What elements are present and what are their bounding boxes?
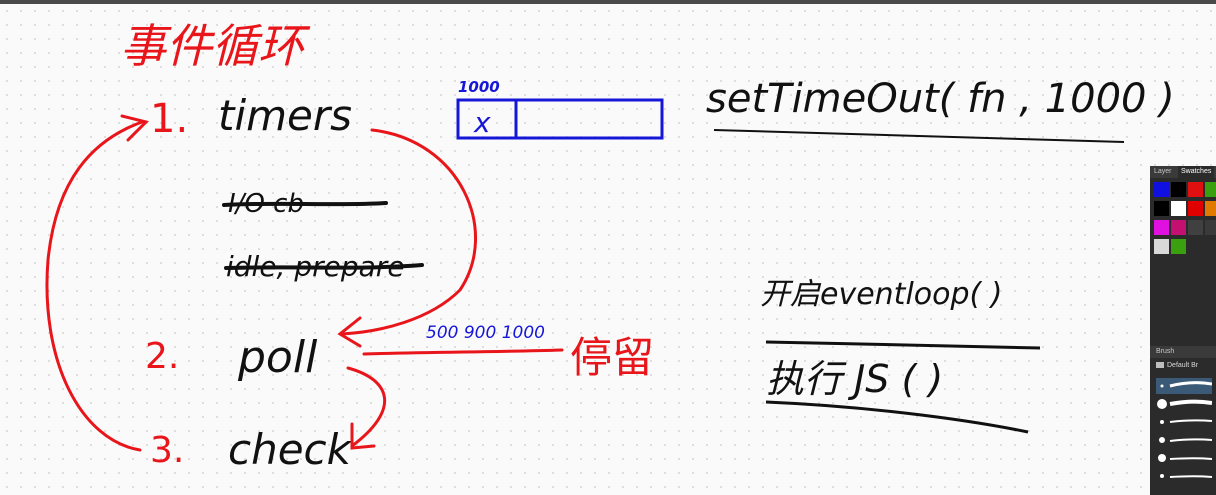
- phase-number-3: 3.: [150, 430, 184, 471]
- brush-item[interactable]: [1156, 378, 1213, 394]
- color-swatch[interactable]: [1154, 220, 1169, 235]
- set-timeout-underline: [713, 129, 1125, 143]
- top-edge-bar: [0, 0, 1216, 4]
- stay-label: 停留: [570, 333, 654, 382]
- strike-io-cb: [222, 201, 388, 207]
- strike-idle-prepare: [224, 263, 424, 270]
- color-swatch[interactable]: [1154, 239, 1169, 254]
- color-swatch[interactable]: [1171, 220, 1186, 235]
- poll-to-check-arrow: [346, 366, 386, 448]
- brush-folder-row[interactable]: Default Br: [1156, 362, 1198, 369]
- loop-arrow-left: [45, 120, 144, 452]
- brush-folder-label: Default Br: [1167, 362, 1199, 369]
- side-panel: Layer Swatches Brush Default Br: [1150, 166, 1216, 495]
- timers-to-poll-arrow-head: [337, 316, 362, 348]
- color-swatch[interactable]: [1171, 239, 1186, 254]
- poll-times: 500 900 1000: [426, 323, 545, 343]
- folder-icon: [1156, 362, 1164, 369]
- timer-value: 1000: [458, 78, 500, 96]
- color-swatch[interactable]: [1188, 182, 1203, 197]
- color-swatch[interactable]: [1188, 201, 1203, 216]
- start-eventloop-underline: [765, 340, 1041, 350]
- brush-item[interactable]: [1156, 432, 1213, 448]
- exec-js-text: 执行 JS ( ): [766, 357, 943, 401]
- timers-to-poll-arrow: [340, 128, 477, 336]
- brush-tab-bar: Brush: [1150, 346, 1216, 358]
- phase-check: check: [228, 425, 353, 474]
- color-swatch[interactable]: [1171, 182, 1186, 197]
- timer-queue-box: [456, 98, 664, 140]
- phase-timers: timers: [218, 91, 352, 140]
- tab-layer[interactable]: Layer: [1154, 168, 1172, 175]
- tab-brush[interactable]: Brush: [1156, 348, 1175, 355]
- color-swatch[interactable]: [1171, 201, 1186, 216]
- brush-item[interactable]: [1156, 414, 1213, 430]
- poll-to-check-arrow-head: [350, 422, 376, 450]
- color-swatch[interactable]: [1205, 220, 1216, 235]
- drawing-canvas[interactable]: [0, 4, 1216, 495]
- brush-item[interactable]: [1156, 450, 1213, 466]
- phase-poll: poll: [237, 332, 318, 383]
- poll-stay-line: [362, 348, 564, 356]
- exec-js-underline: [765, 400, 1029, 434]
- color-swatch[interactable]: [1188, 220, 1203, 235]
- color-swatch[interactable]: [1205, 201, 1216, 216]
- brush-item[interactable]: [1156, 396, 1213, 412]
- color-swatch[interactable]: [1154, 201, 1169, 216]
- loop-arrow-left-head: [120, 114, 149, 142]
- set-timeout-text: setTimeOut( fn , 1000 ): [706, 76, 1175, 122]
- brush-item[interactable]: [1156, 468, 1213, 484]
- tab-swatches[interactable]: Swatches: [1178, 166, 1215, 178]
- color-swatch[interactable]: [1205, 182, 1216, 197]
- phase-number-1: 1.: [150, 96, 188, 142]
- start-eventloop-text: 开启eventloop( ): [760, 277, 1002, 312]
- title-text: 事件循环: [120, 19, 311, 73]
- timer-box-mark: x: [473, 106, 491, 139]
- color-swatch[interactable]: [1154, 182, 1169, 197]
- phase-number-2: 2.: [145, 336, 179, 377]
- panel-tab-bar: Layer Swatches: [1150, 166, 1216, 178]
